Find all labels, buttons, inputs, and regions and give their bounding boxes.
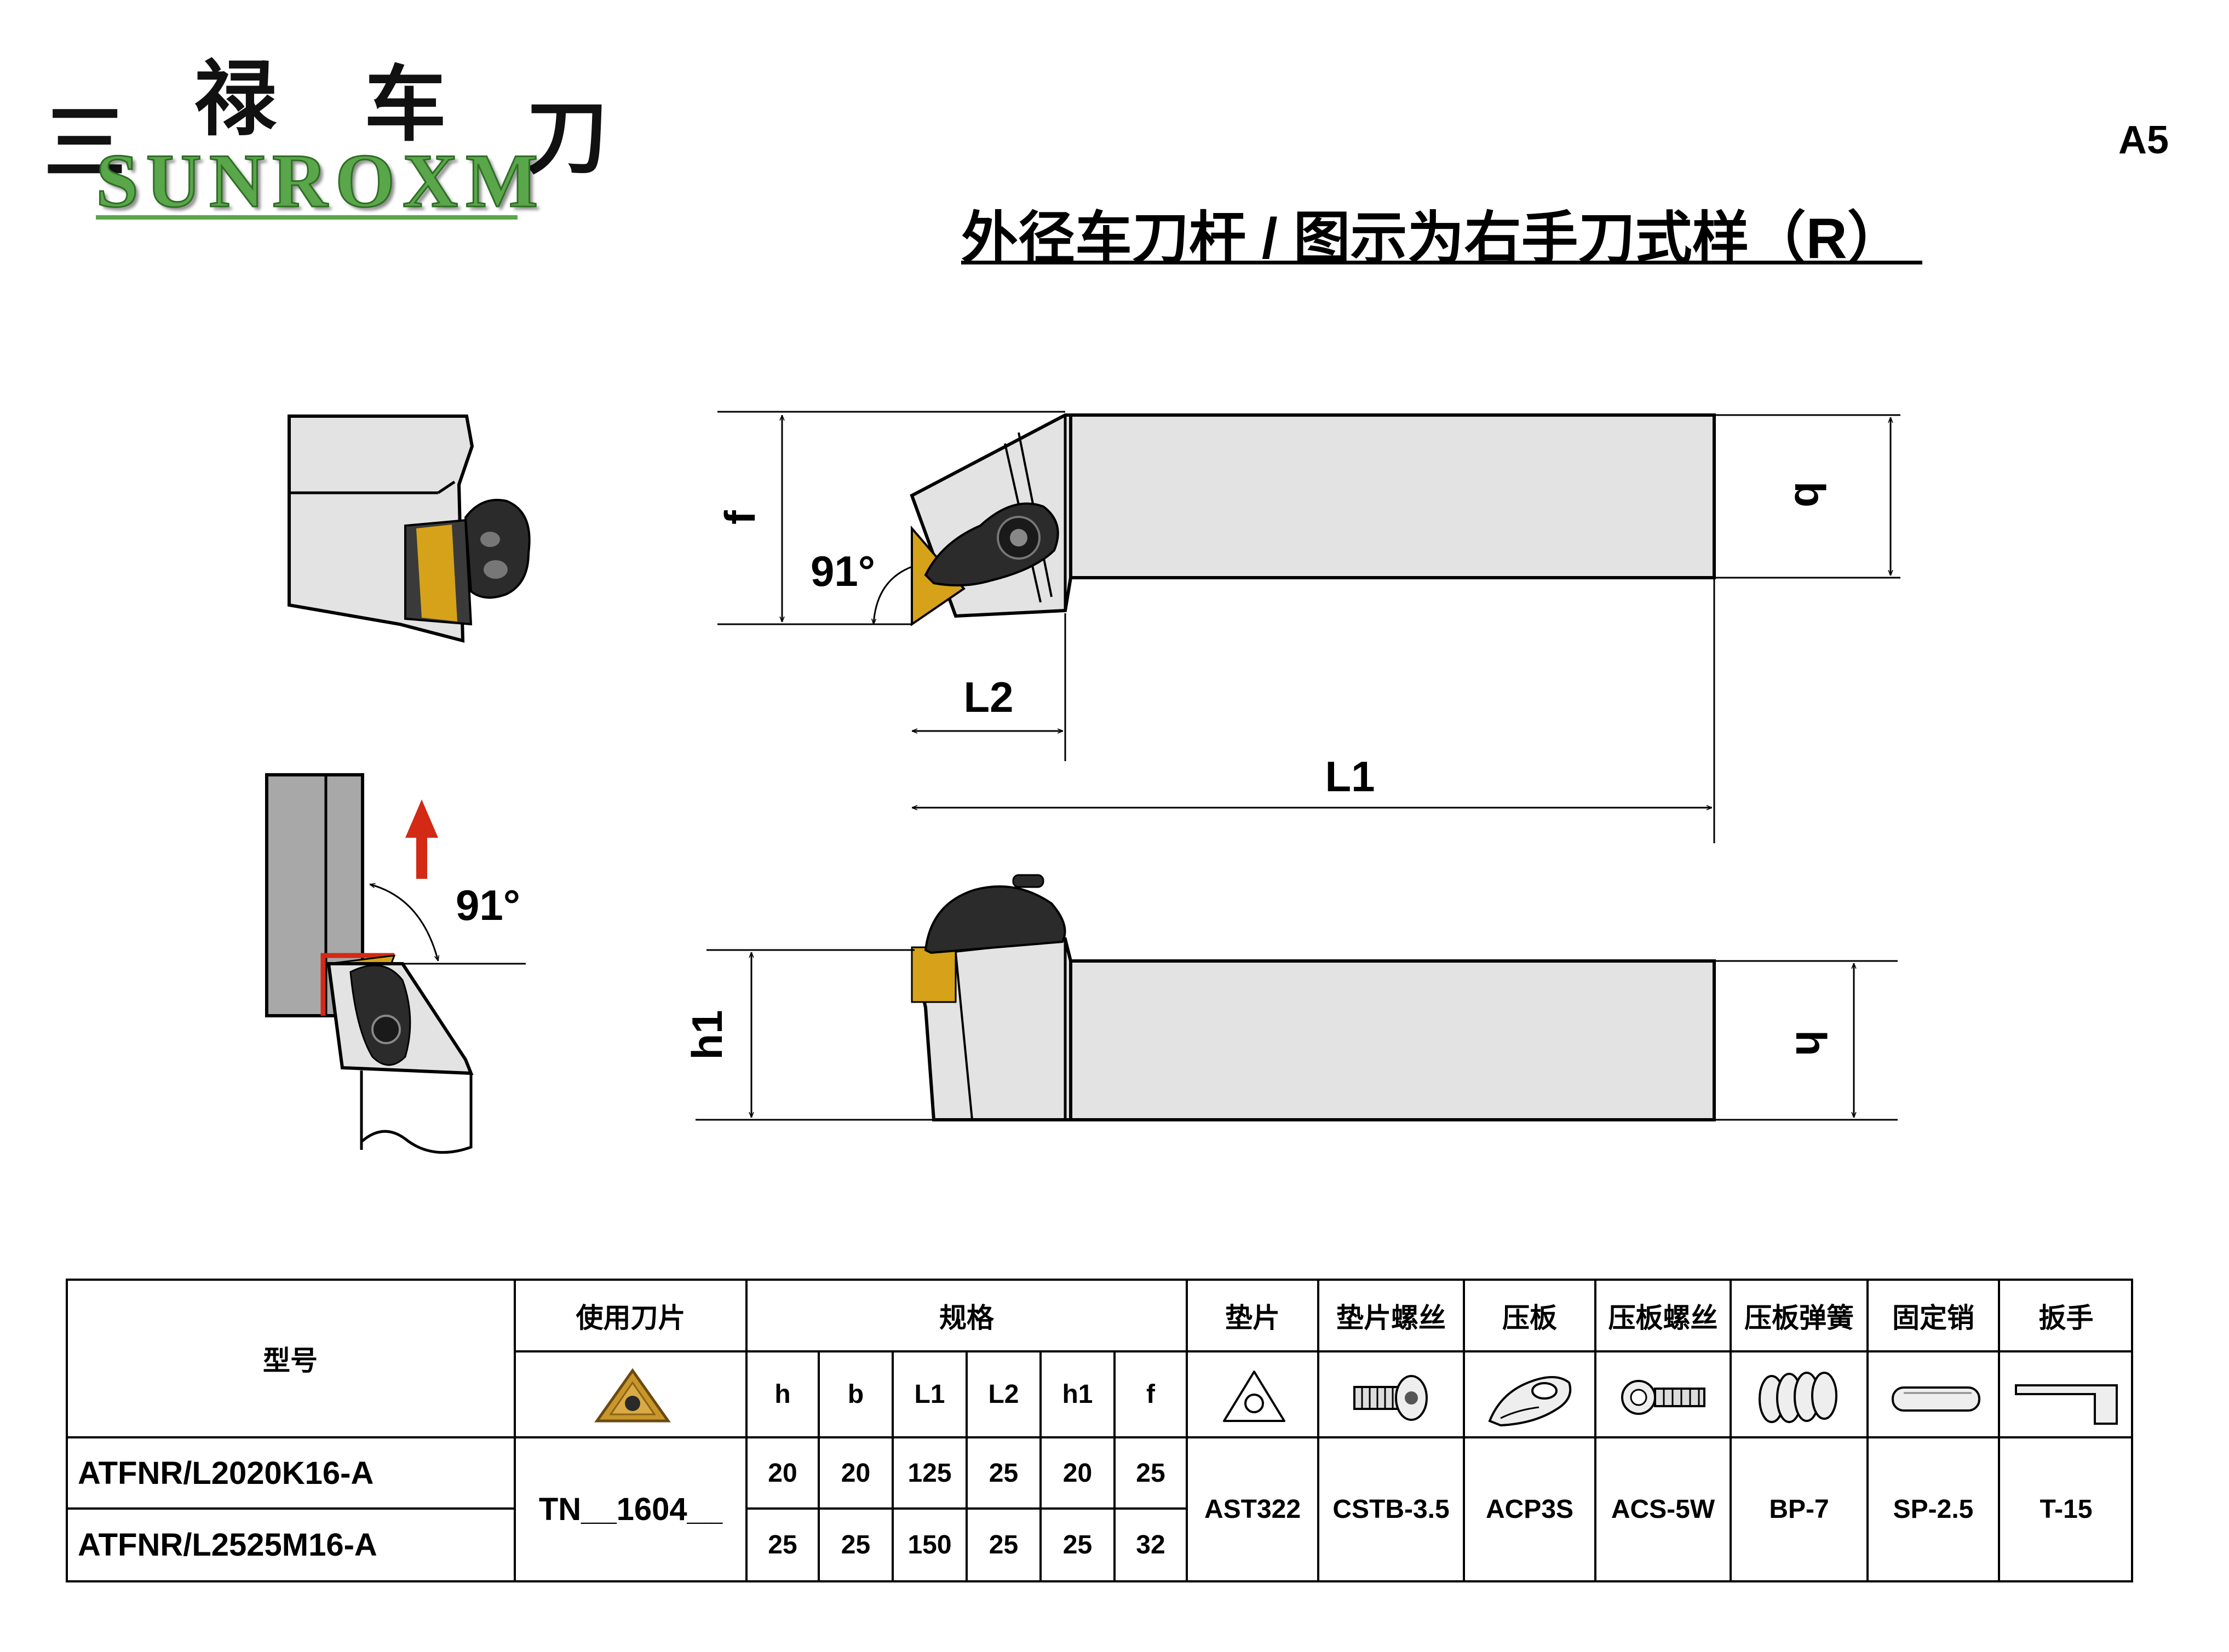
header-pin: 固定销	[1892, 1302, 1974, 1334]
pin-icon	[1892, 1386, 1980, 1412]
spec-col-L2: L2	[988, 1380, 1019, 1409]
header-clamp-spring: 压板弹簧	[1744, 1302, 1854, 1334]
brand-char-2: 禄	[194, 51, 277, 147]
part-shim: AST322	[1204, 1495, 1301, 1524]
table-cell: 25	[768, 1530, 797, 1559]
shim-screw-icon	[1353, 1375, 1428, 1421]
clamp-screw-icon	[1621, 1380, 1705, 1415]
header-clamp-screw: 压板螺丝	[1608, 1302, 1718, 1334]
table-cell: 20	[1062, 1458, 1093, 1488]
title-underline	[961, 261, 1922, 264]
table-cell: 25	[1062, 1530, 1093, 1559]
brand-wordmark: SUNROXM	[95, 138, 546, 225]
cutting-direction-view: 91°	[265, 773, 526, 1154]
table-cell: 20	[768, 1458, 797, 1488]
part-clamp: ACP3S	[1485, 1495, 1574, 1524]
table-cell: 20	[841, 1458, 871, 1488]
brand-char-4: 刀	[526, 89, 608, 186]
spec-col-f: f	[1146, 1380, 1155, 1409]
wrench-icon	[2015, 1384, 2118, 1425]
tool-drawing: f b 91° L2 L1 91°	[265, 411, 1900, 1154]
header-clamp: 压板	[1502, 1302, 1557, 1334]
part-clamp-spring: BP-7	[1769, 1495, 1829, 1524]
spec-col-h1: h1	[1062, 1380, 1093, 1409]
part-wrench: T-15	[2040, 1495, 2093, 1524]
insert-code: TN__1604__	[538, 1492, 723, 1527]
part-clamp-screw: ACS-5W	[1611, 1495, 1715, 1524]
top-view: f b 91° L2 L1	[716, 411, 1900, 843]
header-shim: 垫片	[1225, 1302, 1280, 1334]
table-grid	[66, 1279, 2133, 1582]
table-cell: 25	[989, 1530, 1019, 1559]
spec-table: 型号 使用刀片 规格 垫片 垫片螺丝 压板 压板螺丝 压板弹簧 固定销 扳手 h…	[66, 1279, 2133, 1582]
header-wrench: 扳手	[2038, 1302, 2094, 1334]
spec-col-h: h	[774, 1380, 791, 1409]
table-cell: 25	[841, 1530, 871, 1559]
spec-col-b: b	[847, 1380, 864, 1409]
brand-underline	[96, 215, 518, 220]
dim-L2-label: L2	[963, 673, 1013, 721]
brand-char-3: 车	[364, 56, 447, 153]
table-cell: 25	[1136, 1458, 1165, 1488]
dim-f-label: f	[716, 510, 764, 525]
table-cell: 25	[989, 1458, 1019, 1488]
table-cell: 150	[907, 1530, 952, 1559]
part-pin: SP-2.5	[1893, 1495, 1974, 1524]
perspective-view	[288, 415, 531, 643]
shim-icon	[1223, 1371, 1285, 1422]
header-model: 型号	[263, 1345, 318, 1377]
angle-top-label: 91°	[811, 547, 875, 595]
brand-char-1: 三	[44, 95, 127, 191]
insert-icon	[594, 1368, 671, 1423]
clamp-icon	[1488, 1376, 1572, 1427]
table-cell: 32	[1136, 1530, 1165, 1559]
table-row-model: ATFNR/L2020K16-A	[78, 1455, 374, 1491]
page-title: 外径车刀杆 / 图示为右手刀式样（R）	[961, 207, 1904, 270]
dim-h1-label: h1	[683, 1010, 731, 1060]
dim-L1-label: L1	[1325, 752, 1375, 801]
dim-b-label: b	[1786, 481, 1834, 508]
header-insert: 使用刀片	[576, 1302, 686, 1334]
part-shim-screw: CSTB-3.5	[1332, 1495, 1450, 1524]
table-cell: 125	[907, 1458, 952, 1488]
angle-side-label: 91°	[456, 881, 520, 929]
spec-col-L1: L1	[914, 1380, 945, 1409]
front-view: h1 h	[683, 874, 1898, 1121]
dim-h-label: h	[1787, 1030, 1835, 1056]
spring-icon	[1759, 1372, 1837, 1423]
header-spec: 规格	[939, 1302, 994, 1334]
header-shim-screw: 垫片螺丝	[1336, 1302, 1446, 1334]
page-code: A5	[2118, 118, 2169, 162]
table-row-model: ATFNR/L2525M16-A	[78, 1527, 377, 1563]
